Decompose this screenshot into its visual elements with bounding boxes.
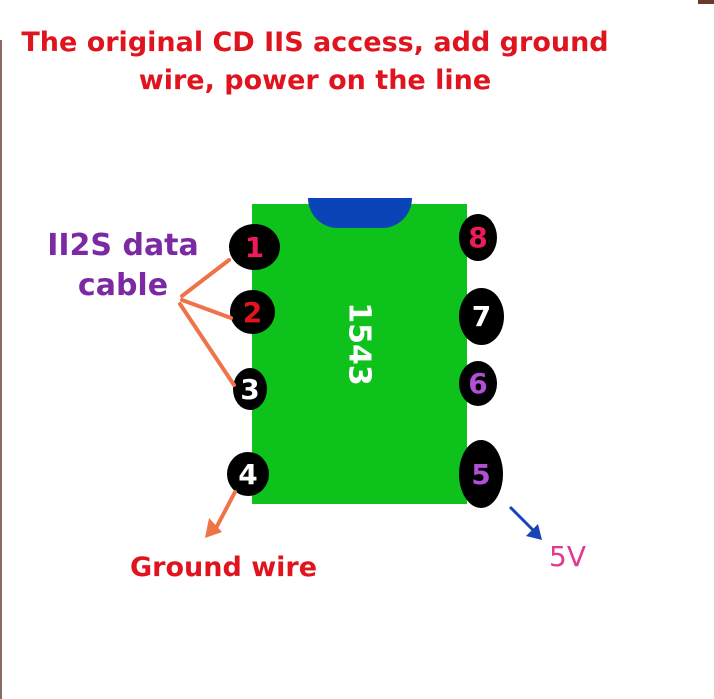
arrow-pin4-to-ground [213, 490, 237, 532]
v5-arrowhead [526, 524, 542, 540]
pin-2-number: 2 [242, 295, 263, 329]
ground-arrowhead [205, 518, 222, 538]
pin-7: 7 [459, 288, 504, 345]
iis-data-label: II2S data cable [47, 228, 199, 303]
pin-3-number: 3 [240, 372, 260, 406]
ground-wire-label: Ground wire [130, 552, 318, 583]
pin-7-number: 7 [471, 300, 492, 333]
pin-6: 6 [459, 361, 497, 406]
arrow-pin2-to-label [180, 298, 233, 320]
pin-2: 2 [230, 290, 275, 334]
chip-notch [308, 198, 412, 228]
pin-4-number: 4 [238, 457, 258, 491]
pin-8: 8 [459, 214, 497, 261]
pin-8-number: 8 [468, 221, 488, 254]
arrow-pin3-to-label [178, 302, 236, 387]
pin-3: 3 [233, 368, 267, 410]
five-volt-label: 5V [549, 540, 586, 573]
pin-6-number: 6 [468, 367, 488, 400]
diagram-title: The original CD IIS access, add ground w… [21, 27, 609, 96]
ic-chip-body: 1543 [252, 198, 467, 504]
pin-5: 5 [459, 440, 503, 508]
pin-5-number: 5 [471, 457, 491, 491]
pin-1-number: 1 [244, 230, 265, 264]
arrow-pin5-to-5v [508, 505, 537, 534]
corner-mark [698, 0, 714, 4]
pin-1: 1 [229, 224, 280, 270]
pin-4: 4 [227, 452, 269, 496]
left-border [0, 40, 2, 699]
arrow-pin1-to-label [180, 258, 231, 298]
